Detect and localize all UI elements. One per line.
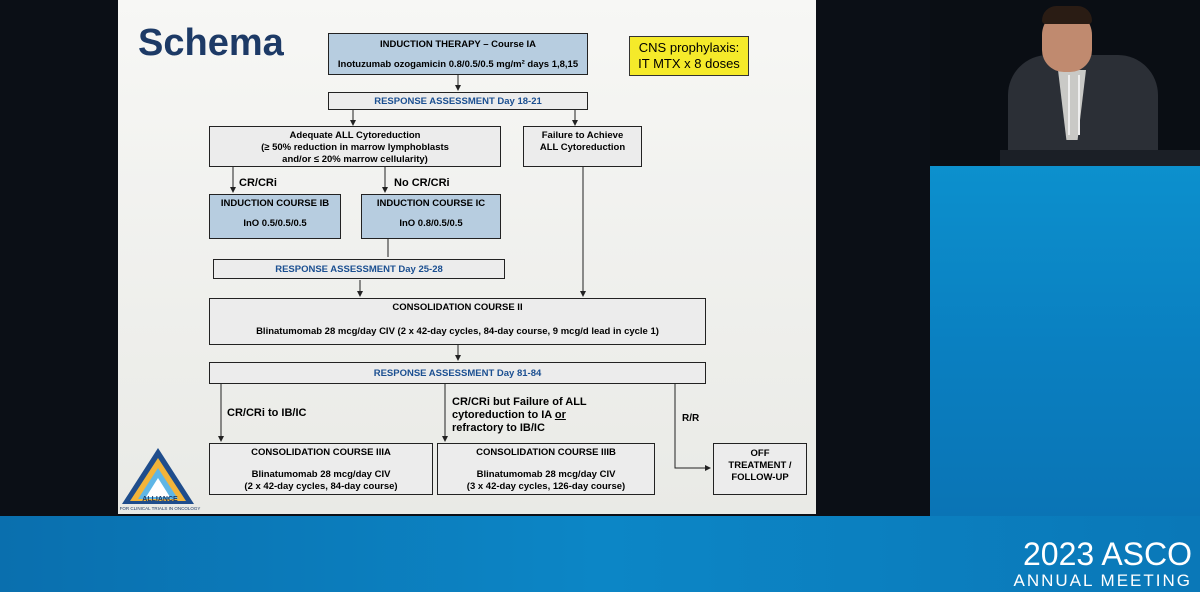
slide: Schema INDUCTION THERAPY – Course IA Ino… <box>118 0 816 514</box>
adequate-cytoreduction-box: Adequate ALL Cytoreduction (≥ 50% reduct… <box>209 126 501 167</box>
induction-ib-title: INDUCTION COURSE IB <box>220 198 330 209</box>
cr-failure-line1: CR/CRi but Failure of ALL <box>452 396 587 408</box>
cns-prophylaxis-box: CNS prophylaxis: IT MTX x 8 doses <box>629 36 749 76</box>
cr-failure-line3: refractory to IB/IC <box>452 422 545 434</box>
cr-failure-line2: cytoreduction to IA or <box>452 409 587 422</box>
induction-ic-detail: InO 0.8/0.5/0.5 <box>399 218 463 229</box>
induction-ic-box: INDUCTION COURSE IC InO 0.8/0.5/0.5 <box>361 194 501 239</box>
induction-ia-box: INDUCTION THERAPY – Course IA Inotuzumab… <box>328 33 588 75</box>
asco-subtitle: ANNUAL MEETING <box>1013 571 1192 590</box>
consolidation-ii-detail: Blinatumomab 28 mcg/day CIV (2 x 42-day … <box>256 326 659 337</box>
presenter-hair <box>1042 6 1092 24</box>
consolidation-ii-title: CONSOLIDATION COURSE II <box>392 302 523 313</box>
induction-ia-detail: Inotuzumab ozogamicin 0.8/0.5/0.5 mg/m² … <box>337 59 579 70</box>
iiia-line1: Blinatumomab 28 mcg/day CIV <box>251 469 391 480</box>
cr-failure-line2a: cytoreduction to IA <box>452 409 555 421</box>
cr-cri-label: CR/CRi <box>239 177 277 189</box>
response-assessment-1: RESPONSE ASSESSMENT Day 18-21 <box>328 92 588 110</box>
response-assessment-3: RESPONSE ASSESSMENT Day 81-84 <box>209 362 706 384</box>
presenter-lanyard <box>1068 75 1080 135</box>
induction-ib-detail: InO 0.5/0.5/0.5 <box>243 218 307 229</box>
consolidation-ii-box: CONSOLIDATION COURSE II Blinatumomab 28 … <box>209 298 706 345</box>
rr-label: R/R <box>682 413 700 424</box>
cns-line1: CNS prophylaxis: <box>638 40 740 55</box>
failure-line2: ALL Cytoreduction <box>539 142 626 153</box>
slide-title: Schema <box>138 22 284 64</box>
consolidation-iiia-box: CONSOLIDATION COURSE IIIA Blinatumomab 2… <box>209 443 433 495</box>
flow-arrows <box>218 75 711 471</box>
failure-line1: Failure to Achieve <box>541 130 624 141</box>
alliance-logo-name: ALLIANCE <box>142 496 178 503</box>
alliance-logo-sub: FOR CLINICAL TRIALS IN ONCOLOGY <box>119 506 201 511</box>
iiib-line1: Blinatumomab 28 mcg/day CIV <box>476 469 616 480</box>
induction-ic-title: INDUCTION COURSE IC <box>376 198 486 209</box>
conference-banner <box>0 516 1200 592</box>
iiia-line2: (2 x 42-day cycles, 84-day course) <box>244 481 398 492</box>
cr-failure-line2b: or <box>554 409 566 421</box>
response-assessment-2: RESPONSE ASSESSMENT Day 25-28 <box>213 259 505 279</box>
off-line1: OFF <box>750 448 770 459</box>
off-line3: FOLLOW-UP <box>731 472 789 483</box>
induction-ia-title: INDUCTION THERAPY – Course IA <box>379 39 537 50</box>
adequate-line1: Adequate ALL Cytoreduction <box>289 130 421 141</box>
adequate-line3: and/or ≤ 20% marrow cellularity) <box>282 154 428 165</box>
alliance-logo-icon <box>122 448 194 504</box>
cns-line2: IT MTX x 8 doses <box>638 56 740 71</box>
failure-cytoreduction-box: Failure to Achieve ALL Cytoreduction <box>523 126 642 167</box>
off-treatment-box: OFF TREATMENT / FOLLOW-UP <box>713 443 807 495</box>
iiib-title: CONSOLIDATION COURSE IIIB <box>476 447 616 458</box>
no-cr-cri-label: No CR/CRi <box>394 177 450 189</box>
cr-ib-ic-label: CR/CRi to IB/IC <box>227 407 307 419</box>
consolidation-iiib-box: CONSOLIDATION COURSE IIIB Blinatumomab 2… <box>437 443 655 495</box>
arrow-ra3-to-off <box>674 384 711 471</box>
asco-year: 2023 ASCO <box>1023 536 1192 572</box>
iiib-line2: (3 x 42-day cycles, 126-day course) <box>466 481 626 492</box>
iiia-title: CONSOLIDATION COURSE IIIA <box>251 447 391 458</box>
induction-ib-box: INDUCTION COURSE IB InO 0.5/0.5/0.5 <box>209 194 341 239</box>
off-line2: TREATMENT / <box>728 460 792 471</box>
adequate-line2: (≥ 50% reduction in marrow lymphoblasts <box>261 142 449 153</box>
asco-logo: 2023 ASCO ANNUAL MEETING <box>1002 536 1192 591</box>
cr-failure-label: CR/CRi but Failure of ALL cytoreduction … <box>452 396 587 435</box>
podium <box>1000 150 1200 166</box>
